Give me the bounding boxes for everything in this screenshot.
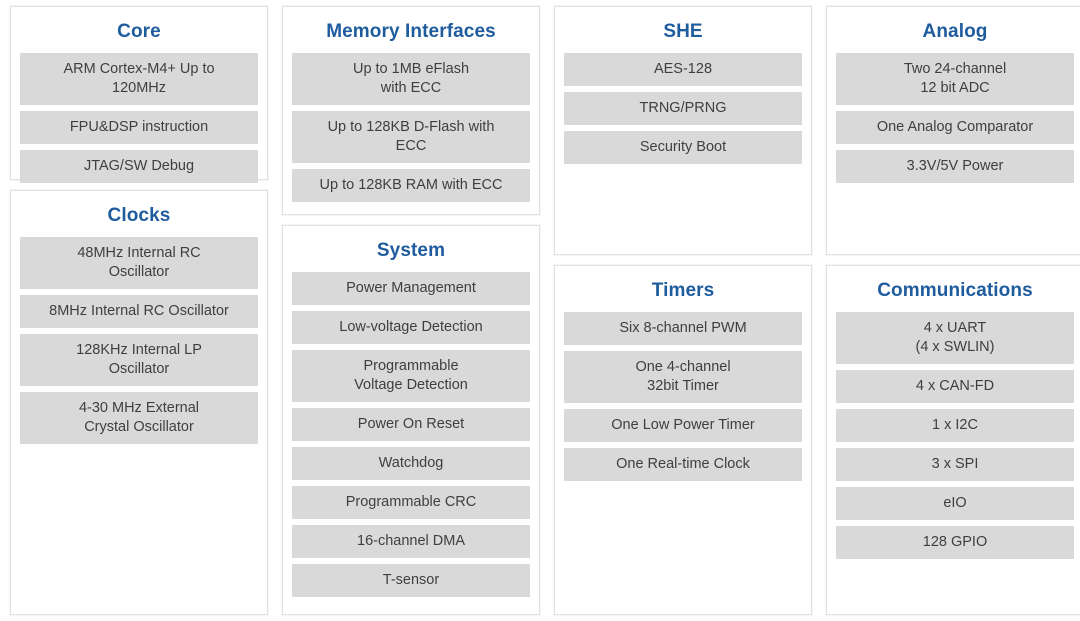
feature-item: 1 x I2C (836, 409, 1074, 442)
panel-title-timers: Timers (651, 280, 715, 301)
feature-item: TRNG/PRNG (564, 92, 802, 125)
diagram-column-4: Analog Two 24-channel 12 bit ADC One Ana… (826, 6, 1080, 615)
panel-items-system: Power Management Low-voltage Detection P… (292, 272, 530, 597)
feature-item: One Low Power Timer (564, 409, 802, 442)
panel-memory-interfaces: Memory Interfaces Up to 1MB eFlash with … (282, 6, 540, 215)
feature-item: ARM Cortex-M4+ Up to 120MHz (20, 53, 258, 105)
panel-title-core: Core (117, 21, 161, 42)
feature-item: Watchdog (292, 447, 530, 480)
feature-item: Programmable CRC (292, 486, 530, 519)
feature-item: Up to 128KB RAM with ECC (292, 169, 530, 202)
feature-item: JTAG/SW Debug (20, 150, 258, 183)
feature-item: eIO (836, 487, 1074, 520)
panel-communications: Communications 4 x UART (4 x SWLIN) 4 x … (826, 265, 1080, 615)
panel-items-timers: Six 8-channel PWM One 4-channel 32bit Ti… (564, 312, 802, 481)
feature-item: 128 GPIO (836, 526, 1074, 559)
feature-item: FPU&DSP instruction (20, 111, 258, 144)
panel-title-memory-interfaces: Memory Interfaces (326, 21, 496, 42)
panel-items-core: ARM Cortex-M4+ Up to 120MHz FPU&DSP inst… (20, 53, 258, 183)
feature-item: 128KHz Internal LP Oscillator (20, 334, 258, 386)
panel-items-communications: 4 x UART (4 x SWLIN) 4 x CAN-FD 1 x I2C … (836, 312, 1074, 559)
diagram-column-3: SHE AES-128 TRNG/PRNG Security Boot Time… (554, 6, 812, 615)
feature-item: Power Management (292, 272, 530, 305)
panel-items-analog: Two 24-channel 12 bit ADC One Analog Com… (836, 53, 1074, 183)
panel-title-system: System (376, 240, 446, 261)
feature-item: T-sensor (292, 564, 530, 597)
panel-items-clocks: 48MHz Internal RC Oscillator 8MHz Intern… (20, 237, 258, 444)
feature-item: Low-voltage Detection (292, 311, 530, 344)
feature-item: One Analog Comparator (836, 111, 1074, 144)
feature-item: Security Boot (564, 131, 802, 164)
feature-item: Programmable Voltage Detection (292, 350, 530, 402)
diagram-column-1: Core ARM Cortex-M4+ Up to 120MHz FPU&DSP… (10, 6, 268, 615)
panel-analog: Analog Two 24-channel 12 bit ADC One Ana… (826, 6, 1080, 255)
feature-item: Power On Reset (292, 408, 530, 441)
feature-item: 16-channel DMA (292, 525, 530, 558)
feature-item: 4 x CAN-FD (836, 370, 1074, 403)
feature-item: One 4-channel 32bit Timer (564, 351, 802, 403)
panel-items-memory-interfaces: Up to 1MB eFlash with ECC Up to 128KB D-… (292, 53, 530, 202)
feature-item: 48MHz Internal RC Oscillator (20, 237, 258, 289)
panel-system: System Power Management Low-voltage Dete… (282, 225, 540, 615)
feature-item: One Real-time Clock (564, 448, 802, 481)
panel-core: Core ARM Cortex-M4+ Up to 120MHz FPU&DSP… (10, 6, 268, 183)
feature-item: 3.3V/5V Power (836, 150, 1074, 183)
diagram-column-2: Memory Interfaces Up to 1MB eFlash with … (282, 6, 540, 615)
panel-title-clocks: Clocks (107, 205, 171, 226)
feature-item: AES-128 (564, 53, 802, 86)
feature-item: Up to 1MB eFlash with ECC (292, 53, 530, 105)
panel-items-she: AES-128 TRNG/PRNG Security Boot (564, 53, 802, 164)
panel-she: SHE AES-128 TRNG/PRNG Security Boot (554, 6, 812, 255)
feature-item: 4 x UART (4 x SWLIN) (836, 312, 1074, 364)
feature-item: 4-30 MHz External Crystal Oscillator (20, 392, 258, 444)
panel-clocks: Clocks 48MHz Internal RC Oscillator 8MHz… (10, 190, 268, 615)
panel-title-analog: Analog (922, 21, 988, 42)
panel-title-communications: Communications (877, 280, 1033, 301)
feature-item: Two 24-channel 12 bit ADC (836, 53, 1074, 105)
panel-title-she: SHE (663, 21, 703, 42)
feature-item: 3 x SPI (836, 448, 1074, 481)
panel-timers: Timers Six 8-channel PWM One 4-channel 3… (554, 265, 812, 615)
feature-item: Six 8-channel PWM (564, 312, 802, 345)
feature-item: 8MHz Internal RC Oscillator (20, 295, 258, 328)
feature-item: Up to 128KB D-Flash with ECC (292, 111, 530, 163)
